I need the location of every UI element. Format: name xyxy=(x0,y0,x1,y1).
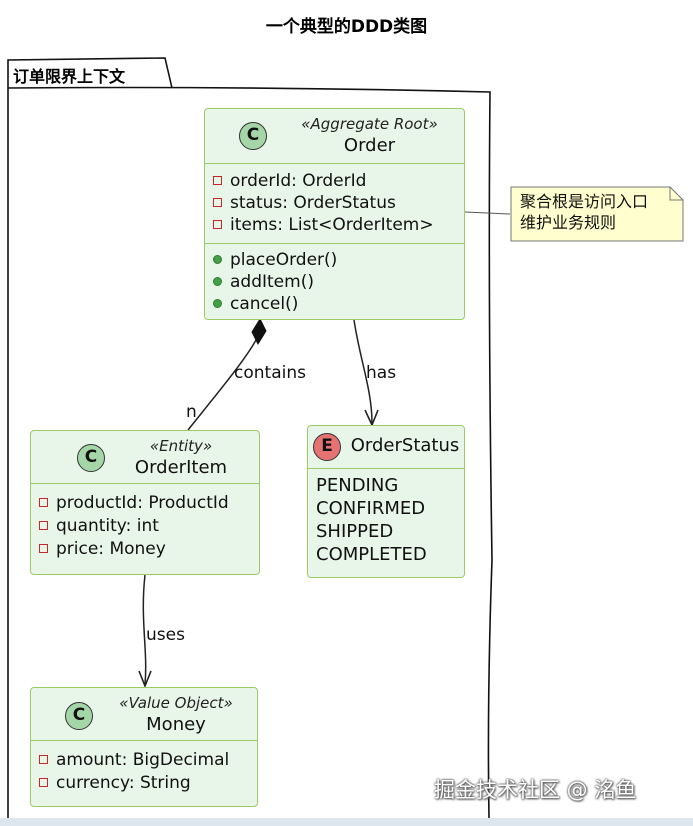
field-row: currency: String xyxy=(39,772,191,794)
public-method-icon xyxy=(213,254,222,264)
class-orderitem-fields: productId: ProductId quantity: int price… xyxy=(31,484,259,574)
field-text: status: OrderStatus xyxy=(230,193,396,213)
enum-value: COMPLETED xyxy=(316,544,427,565)
public-method-icon xyxy=(213,298,222,308)
class-order-header: C «Aggregate Root» Order xyxy=(205,109,464,164)
private-field-icon xyxy=(39,543,48,553)
enum-orderstatus[interactable]: E OrderStatus PENDING CONFIRMED SHIPPED … xyxy=(307,425,465,578)
class-order-name: Order xyxy=(343,135,396,156)
enum-orderstatus-values: PENDING CONFIRMED SHIPPED COMPLETED xyxy=(308,469,464,577)
note-line: 聚合根是访问入口 xyxy=(520,192,649,211)
enum-value: CONFIRMED xyxy=(316,498,426,519)
contains-label: contains xyxy=(234,363,306,383)
field-row: orderId: OrderId xyxy=(213,170,366,192)
private-field-icon xyxy=(39,497,48,507)
enum-value: SHIPPED xyxy=(316,521,394,542)
class-orderitem[interactable]: C «Entity» OrderItem productId: ProductI… xyxy=(30,430,260,575)
uses-arrowhead xyxy=(138,670,152,689)
has-label: has xyxy=(366,363,397,383)
field-row: quantity: int xyxy=(39,515,159,537)
enum-orderstatus-name: OrderStatus xyxy=(350,435,460,456)
class-orderitem-name: OrderItem xyxy=(134,457,228,478)
class-badge-icon: C xyxy=(77,444,105,472)
note-connector xyxy=(464,211,511,215)
enum-badge-icon: E xyxy=(313,433,341,461)
method-row: placeOrder() xyxy=(213,249,337,271)
class-money-name: Money xyxy=(146,714,206,735)
multiplicity-label: n xyxy=(186,402,197,422)
field-text: quantity: int xyxy=(56,516,159,536)
private-field-icon xyxy=(39,777,48,787)
private-field-icon xyxy=(213,197,222,207)
note: 聚合根是访问入口 维护业务规则 xyxy=(510,186,684,242)
contains-edge xyxy=(187,339,257,431)
method-text: placeOrder() xyxy=(230,250,338,270)
class-orderitem-header: C «Entity» OrderItem xyxy=(31,431,259,484)
field-text: currency: String xyxy=(56,773,191,793)
bottom-bar xyxy=(0,818,693,826)
field-row: productId: ProductId xyxy=(39,492,229,514)
field-row: status: OrderStatus xyxy=(213,192,396,214)
diagram-title: 一个典型的DDD类图 xyxy=(265,17,428,37)
private-field-icon xyxy=(39,754,48,764)
enum-orderstatus-header: E OrderStatus xyxy=(308,426,464,469)
private-field-icon xyxy=(213,219,222,229)
field-row: amount: BigDecimal xyxy=(39,749,229,771)
has-arrowhead xyxy=(364,409,379,428)
field-text: orderId: OrderId xyxy=(230,171,367,191)
class-money-header: C «Value Object» Money xyxy=(31,688,257,741)
class-badge-icon: C xyxy=(65,702,93,730)
field-row: price: Money xyxy=(39,538,166,560)
class-order[interactable]: C «Aggregate Root» Order orderId: OrderI… xyxy=(204,108,465,320)
note-line: 维护业务规则 xyxy=(520,213,617,232)
field-text: items: List<OrderItem> xyxy=(230,215,434,235)
package-label: 订单限界上下文 xyxy=(13,67,126,86)
watermark: 掘金技术社区 @ 洺鱼 xyxy=(434,778,637,802)
enum-value: PENDING xyxy=(316,475,399,496)
composition-diamond xyxy=(251,317,267,346)
class-orderitem-stereotype: «Entity» xyxy=(149,437,213,455)
class-order-methods: placeOrder() addItem() cancel() xyxy=(205,244,464,320)
uses-label: uses xyxy=(146,625,185,645)
class-badge-icon: C xyxy=(239,122,267,150)
class-money-stereotype: «Value Object» xyxy=(119,694,233,712)
private-field-icon xyxy=(39,520,48,530)
class-order-stereotype: «Aggregate Root» xyxy=(301,115,438,133)
method-text: cancel() xyxy=(230,294,299,314)
class-order-fields: orderId: OrderId status: OrderStatus ite… xyxy=(205,164,464,244)
field-text: productId: ProductId xyxy=(56,493,229,513)
field-row: items: List<OrderItem> xyxy=(213,214,434,236)
public-method-icon xyxy=(213,276,222,286)
field-text: price: Money xyxy=(56,539,166,559)
field-text: amount: BigDecimal xyxy=(56,750,230,770)
method-row: cancel() xyxy=(213,293,298,315)
method-row: addItem() xyxy=(213,271,314,293)
class-money[interactable]: C «Value Object» Money amount: BigDecima… xyxy=(30,687,258,807)
note-shape xyxy=(510,186,684,242)
private-field-icon xyxy=(213,175,222,185)
method-text: addItem() xyxy=(230,272,314,292)
class-divider xyxy=(205,243,464,244)
class-money-fields: amount: BigDecimal currency: String xyxy=(31,741,257,807)
